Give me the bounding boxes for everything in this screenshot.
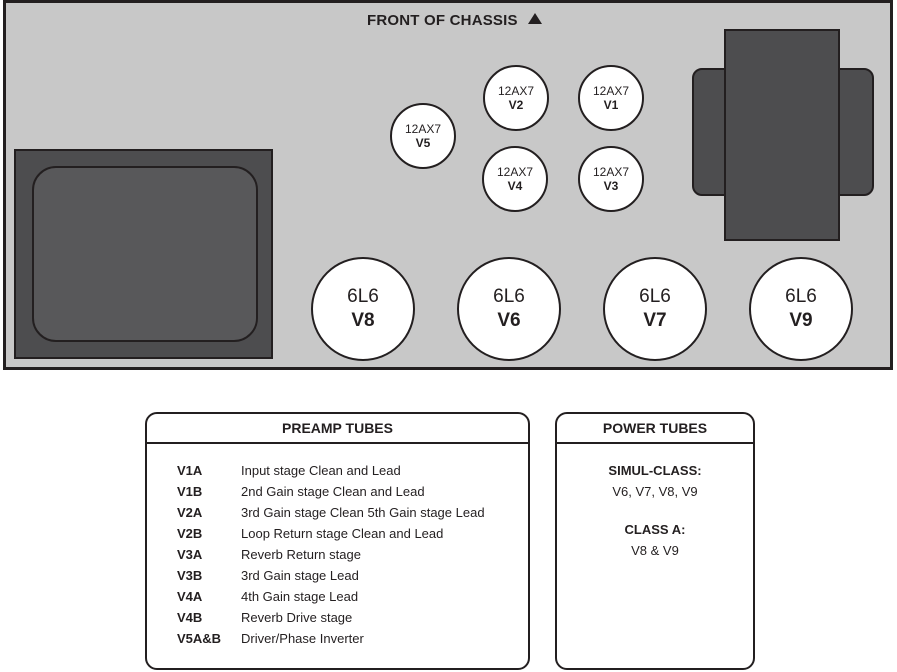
tube-type: 12AX7 (496, 165, 534, 179)
table-row: V4B Reverb Drive stage (177, 610, 352, 625)
tube-id: V9 (789, 310, 813, 331)
row-id: V4A (177, 589, 203, 604)
preamp-tubes-table: PREAMP TUBES V1A Input stage Clean and Le… (145, 412, 530, 670)
tube-type: 6L6 (347, 286, 379, 307)
tube-id: V8 (351, 310, 375, 331)
row-id: V2B (177, 526, 203, 541)
row-desc: 2nd Gain stage Clean and Lead (241, 484, 425, 499)
tube-id: V4 (507, 179, 523, 193)
row-desc: Reverb Drive stage (241, 610, 353, 625)
table-row: V4A 4th Gain stage Lead (177, 589, 358, 604)
tube-type: 6L6 (639, 286, 671, 307)
table-row: V5A&B Driver/Phase Inverter (177, 631, 364, 646)
tube-type: 6L6 (493, 286, 525, 307)
table-row: V2B Loop Return stage Clean and Lead (177, 526, 443, 541)
tube-v2: 12AX7 V2 (483, 65, 549, 131)
front-label-text: FRONT OF CHASSIS (367, 12, 518, 29)
row-id: V1B (177, 484, 203, 499)
table-row: V1B 2nd Gain stage Clean and Lead (177, 484, 425, 499)
arrow-up-icon (527, 13, 542, 24)
tube-type: 12AX7 (497, 84, 535, 98)
tube-v5: 12AX7 V5 (390, 103, 456, 169)
simul-class-tubes: V6, V7, V8, V9 (612, 484, 698, 499)
tube-type: 6L6 (785, 286, 817, 307)
tube-type: 12AX7 (404, 122, 442, 136)
tube-id: V6 (497, 310, 521, 331)
table-row: V2A 3rd Gain stage Clean 5th Gain stage L… (177, 505, 485, 520)
row-id: V2A (177, 505, 203, 520)
speaker-outer (14, 149, 273, 359)
tube-id: V1 (603, 98, 619, 112)
row-id: V3A (177, 547, 203, 562)
speaker-cone (32, 166, 258, 342)
table-row: V3A Reverb Return stage (177, 547, 361, 562)
table-row: V1A Input stage Clean and Lead (177, 463, 401, 478)
tube-v4: 12AX7 V4 (482, 146, 548, 212)
tube-v1: 12AX7 V1 (578, 65, 644, 131)
power-table-title: POWER TUBES (557, 414, 753, 444)
row-id: V5A&B (177, 631, 222, 646)
row-desc: Input stage Clean and Lead (241, 463, 401, 478)
tube-id: V5 (415, 136, 431, 150)
row-desc: Driver/Phase Inverter (241, 631, 364, 646)
tube-v8: 6L6 V8 (311, 257, 415, 361)
tube-id: V2 (508, 98, 524, 112)
tube-id: V3 (603, 179, 619, 193)
row-desc: 4th Gain stage Lead (241, 589, 359, 604)
tube-type: 12AX7 (592, 165, 630, 179)
row-id: V3B (177, 568, 203, 583)
simul-class-label: SIMUL-CLASS: (608, 463, 702, 478)
class-a-tubes: V8 & V9 (631, 543, 679, 558)
table-row: V3B 3rd Gain stage Lead (177, 568, 359, 583)
row-desc: Reverb Return stage (241, 547, 361, 562)
row-desc: Loop Return stage Clean and Lead (241, 526, 444, 541)
tube-v3: 12AX7 V3 (578, 146, 644, 212)
transformer-core (724, 29, 840, 241)
tube-v9: 6L6 V9 (749, 257, 853, 361)
front-of-chassis-label: FRONT OF CHASSIS (367, 12, 542, 29)
tube-type: 12AX7 (592, 84, 630, 98)
class-a-label: CLASS A: (624, 522, 686, 537)
power-tubes-table: POWER TUBES SIMUL-CLASS: V6, V7, V8, V9 … (555, 412, 755, 670)
row-desc: 3rd Gain stage Clean 5th Gain stage Lead (241, 505, 485, 520)
preamp-table-title: PREAMP TUBES (147, 414, 528, 444)
tube-id: V7 (643, 310, 667, 331)
row-id: V4B (177, 610, 203, 625)
tube-v7: 6L6 V7 (603, 257, 707, 361)
tube-v6: 6L6 V6 (457, 257, 561, 361)
row-id: V1A (177, 463, 203, 478)
row-desc: 3rd Gain stage Lead (241, 568, 359, 583)
